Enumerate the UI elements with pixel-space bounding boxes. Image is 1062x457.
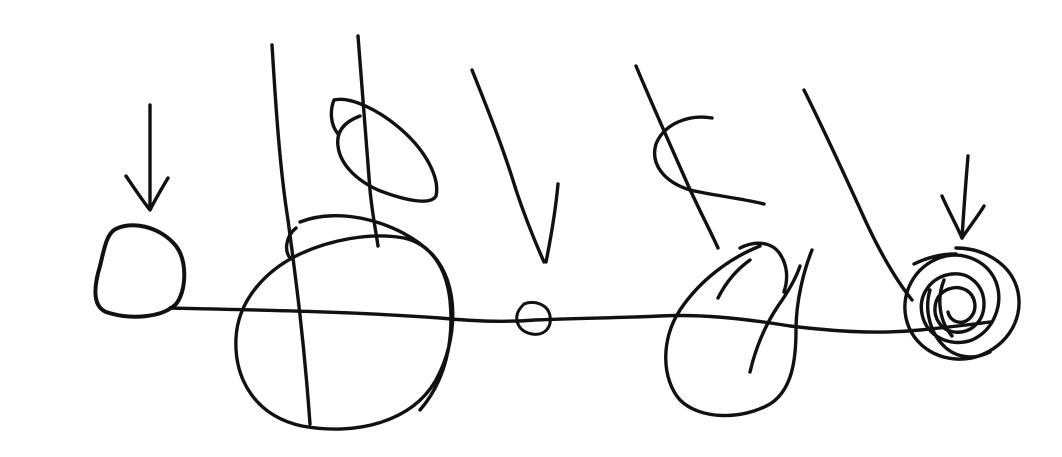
baseline-line bbox=[168, 306, 992, 334]
vertical-line-left bbox=[270, 43, 312, 426]
vertical-line-right bbox=[356, 34, 380, 248]
right-down-arrow-head bbox=[940, 194, 986, 240]
upper-loop bbox=[329, 97, 439, 203]
spiral-scribble bbox=[903, 246, 1021, 361]
small-filled-dot bbox=[515, 301, 552, 336]
diagonal-line-far-right bbox=[802, 88, 914, 302]
tear-drop-shape bbox=[664, 241, 814, 418]
diagonal-arrow-center-head bbox=[544, 182, 560, 264]
diagonal-line-right bbox=[634, 64, 720, 250]
left-filled-blob bbox=[93, 223, 187, 319]
right-down-arrow-shaft bbox=[960, 154, 970, 240]
diagonal-arrow-center-shaft bbox=[470, 68, 546, 264]
left-down-arrow-head bbox=[124, 174, 170, 212]
c-curve bbox=[653, 115, 766, 206]
large-circle bbox=[234, 214, 455, 431]
